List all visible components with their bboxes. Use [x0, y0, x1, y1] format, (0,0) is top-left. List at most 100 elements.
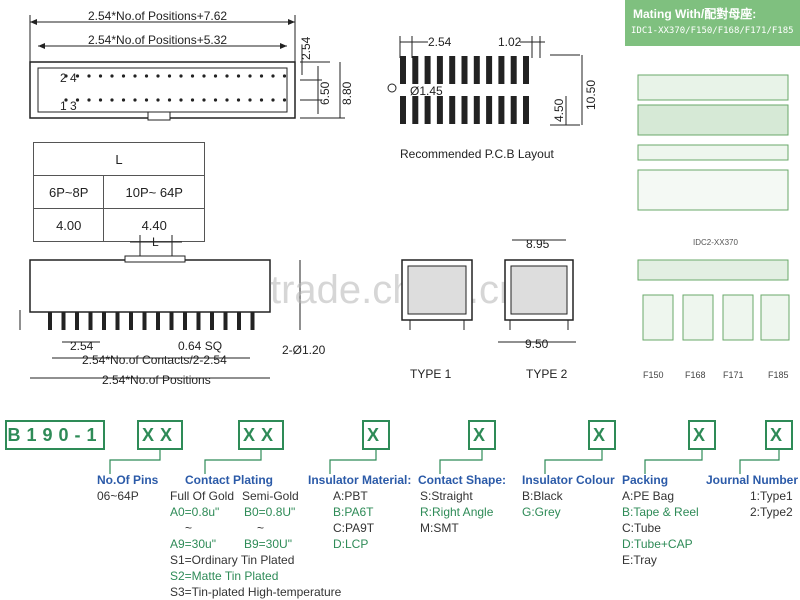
- pin-dot: [64, 74, 68, 78]
- packing-title: Packing: [622, 473, 669, 487]
- pin-dot: [225, 74, 229, 78]
- side-pin: [156, 312, 160, 330]
- table-col2: 10P~ 64P: [103, 175, 205, 209]
- code-box-packing: X: [688, 420, 716, 450]
- type2-width-bottom: 9.50: [525, 337, 549, 351]
- pcb-pad: [461, 96, 468, 124]
- pcb-pad: [498, 56, 505, 84]
- pcb-hole-dim: Ø1.45: [410, 84, 443, 98]
- mating-header: [625, 0, 800, 46]
- pin-dot: [179, 98, 183, 102]
- side-pin: [102, 312, 106, 330]
- part-prefix-box: B190-1: [5, 420, 105, 450]
- pin-dot: [98, 98, 103, 102]
- pcb-pad: [400, 96, 406, 124]
- pins-range: 06~64P: [97, 489, 139, 503]
- pin-dot: [87, 98, 91, 102]
- type1-label: TYPE 1: [410, 367, 452, 381]
- pin-dot: [121, 74, 126, 78]
- plating-tilde-semi: ~: [257, 521, 265, 535]
- pin-dot: [121, 98, 126, 102]
- journal-2: 2:Type2: [750, 505, 793, 519]
- pcb-pad: [424, 56, 431, 84]
- packing-e: E:Tray: [622, 553, 657, 567]
- code-connectors: [109, 450, 780, 474]
- plating-a0: A0=0.8u": [170, 505, 220, 519]
- pcb-total-dim: 10.50: [584, 80, 598, 110]
- colour-title: Insulator Colour: [522, 473, 615, 487]
- pcb-pad: [473, 56, 480, 84]
- height-small-dim: 2.54: [299, 36, 313, 60]
- type2-label: TYPE 2: [526, 367, 568, 381]
- side-pin-sq-dim: 0.64 SQ: [178, 339, 222, 353]
- shape-title: Contact Shape:: [418, 473, 507, 487]
- pin-dot: [144, 98, 149, 102]
- side-pin: [48, 312, 52, 330]
- pcb-pad: [498, 96, 505, 124]
- pcb-row-spacing-dim: 4.50: [552, 98, 566, 122]
- pcb-layout-drawing: 2.54 1.02 Ø1.45 4.50 10.50 Recommended P…: [387, 35, 598, 161]
- side-pin: [75, 312, 79, 330]
- pcb-pad: [400, 56, 406, 84]
- side-view-drawing: L 2.54 0.64 SQ 2.54*No.of Contacts/2-2.5…: [19, 235, 326, 387]
- side-pin: [223, 312, 228, 330]
- pin-dot: [98, 74, 103, 78]
- packing-d: D:Tube+CAP: [622, 537, 693, 551]
- pin-dot: [259, 74, 264, 78]
- side-pin: [129, 312, 133, 330]
- code-box-pins: XX: [137, 420, 183, 450]
- table-val2: 4.40: [103, 208, 205, 242]
- code-box-shape: X: [468, 420, 496, 450]
- pcb-pad: [523, 56, 529, 84]
- plating-tilde-gold: ~: [185, 521, 193, 535]
- pin-dot: [282, 74, 287, 78]
- top-view-drawing: 2.54*No.of Positions+7.62 2.54*No.of Pos…: [29, 9, 354, 121]
- side-contacts-dim: 2.54*No.of Contacts/2-2.54: [82, 353, 227, 367]
- side-pin: [237, 312, 241, 330]
- shape-r: R:Right Angle: [420, 505, 494, 519]
- shape-m: M:SMT: [420, 521, 459, 535]
- material-d: D:LCP: [333, 537, 369, 551]
- plating-a9: A9=30u": [170, 537, 216, 551]
- inner-label: IDC2-XX370: [693, 238, 738, 247]
- side-pin: [250, 312, 255, 330]
- mating-label-f185: F185: [768, 370, 789, 380]
- pin-dot: [167, 74, 172, 78]
- plating-s1: S1=Ordinary Tin Plated: [170, 553, 295, 567]
- plating-gold-head: Full Of Gold: [170, 489, 235, 503]
- pins-title: No.Of Pins: [97, 473, 159, 487]
- side-pin: [142, 312, 147, 330]
- pin-dot: [236, 98, 241, 102]
- pin-dot: [213, 98, 218, 102]
- side-pitch-dim: 2.54: [70, 339, 94, 353]
- pcb-pad: [473, 96, 480, 124]
- pin-dot: [87, 74, 91, 78]
- type-drawings: TYPE 1 8.95 9.50 TYPE 2: [401, 237, 576, 381]
- mating-title: Mating With/配對母座:: [633, 7, 757, 21]
- pin-dot: [144, 74, 149, 78]
- plating-s3: S3=Tin-plated High-temperature: [170, 585, 342, 599]
- side-pin: [183, 312, 187, 330]
- pin-labels-bottom: 1 3: [60, 99, 77, 113]
- pcb-pad: [424, 96, 431, 124]
- mating-panel: Mating With/配對母座: IDC1-XX370/F150/F168/F…: [625, 0, 800, 395]
- side-L-label: L: [152, 235, 159, 249]
- pin-dot: [213, 74, 218, 78]
- side-pin: [88, 312, 93, 330]
- mating-label-f150: F150: [643, 370, 664, 380]
- pin-dot: [75, 74, 80, 78]
- pcb-pad: [510, 96, 517, 124]
- mating-label-f171: F171: [723, 370, 744, 380]
- journal-title: Journal Number: [706, 473, 799, 487]
- pcb-pad: [486, 96, 493, 124]
- pin-dot: [202, 98, 206, 102]
- pcb-pad: [486, 56, 493, 84]
- plating-b0: B0=0.8U": [244, 505, 296, 519]
- pcb-pad: [412, 96, 419, 124]
- pin-dot: [271, 74, 275, 78]
- pin-dot: [133, 98, 137, 102]
- pin-dot: [133, 74, 137, 78]
- pin-dot: [248, 74, 252, 78]
- inner-width-dim: 2.54*No.of Positions+5.32: [88, 33, 227, 47]
- pcb-pad: [523, 96, 529, 124]
